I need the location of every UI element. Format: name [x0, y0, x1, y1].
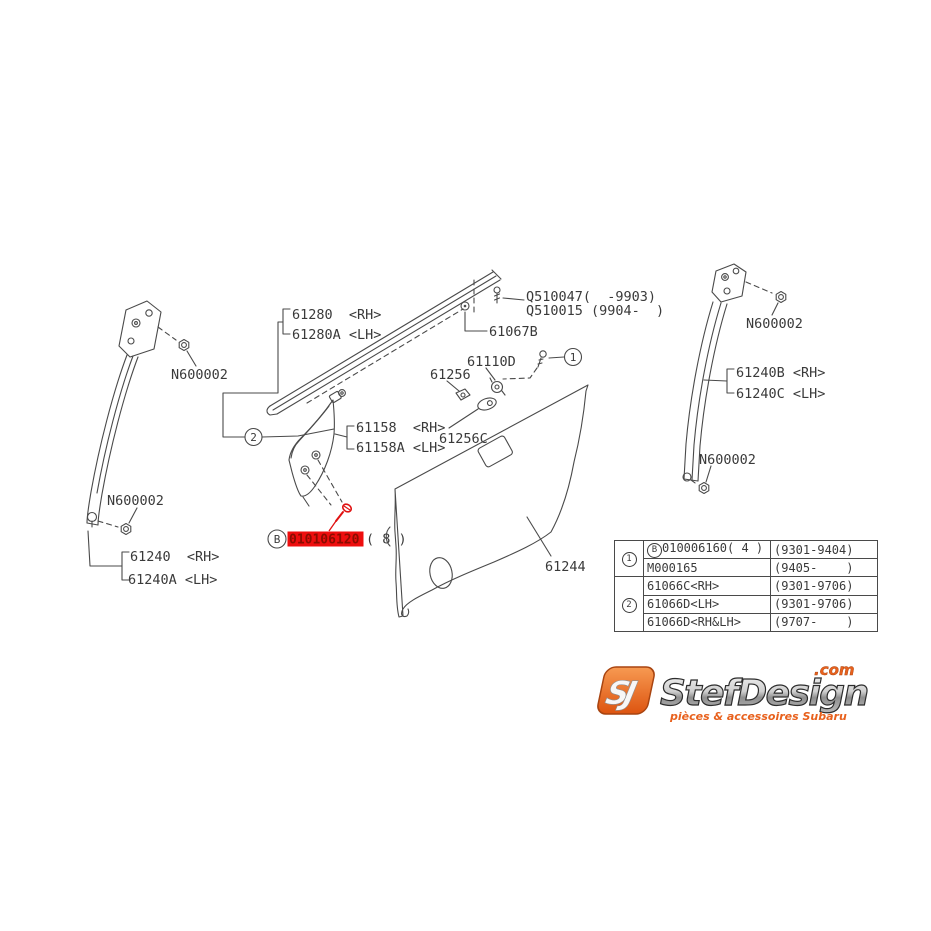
prefix-b-icon: B — [647, 543, 662, 559]
table-row: 61066D<LH> (9301-9706) — [615, 594, 878, 614]
part-label-61158: 61158 <RH> — [356, 420, 445, 436]
screw-1-icon — [537, 350, 547, 368]
clip-61110d-icon — [489, 377, 506, 396]
vendor-logo: SJ StefDesign .com pièces & accessoires … — [596, 660, 876, 735]
table-part-number: 61066C<RH> — [643, 576, 771, 596]
part-label-61240a: 61240A <LH> — [128, 572, 217, 588]
callout-2: 2 — [250, 431, 257, 444]
table-date-range: (9405- ) — [770, 558, 878, 578]
part-label-n600002-bottom-left: N600002 — [107, 493, 164, 509]
nut-n600002-icon — [178, 338, 190, 352]
table-date-range: (9301-9706) — [770, 594, 878, 614]
table-date-range: (9301-9706) — [770, 576, 878, 596]
nut-n600002-icon — [120, 522, 132, 536]
callout-b-circle — [267, 529, 287, 549]
bolt-icon — [86, 511, 98, 523]
callout-b: B — [274, 533, 281, 546]
clip-61256-icon — [455, 388, 471, 401]
part-label-61244: 61244 — [545, 559, 586, 575]
right-window-frame — [682, 263, 773, 486]
part-label-n600002-top-right: N600002 — [746, 316, 803, 332]
red-highlight-band — [287, 531, 364, 547]
part-label-61240: 61240 <RH> — [130, 549, 219, 565]
table-row: 61066D<RH&LH> (9707- ) — [615, 612, 878, 632]
corner-garnish — [288, 399, 343, 507]
nut-n600002-icon — [775, 290, 787, 304]
callout-1: 1 — [570, 351, 577, 364]
part-label-61256c: 61256C — [439, 431, 488, 447]
nut-n600002-icon — [698, 481, 710, 495]
table-callout-1: 1 — [621, 552, 637, 568]
table-part-number: 61066D<RH&LH> — [643, 612, 771, 632]
part-label-61240b: 61240B <RH> — [736, 365, 825, 381]
part-label-q510015: Q510015 (9904- ) — [526, 303, 664, 319]
part-label-q510047: Q510047( -9903) — [526, 289, 656, 305]
table-date-range: (9707- ) — [770, 612, 878, 632]
table-part-number: 010006160( 4 ) — [662, 541, 764, 556]
grommet-61067b-icon — [460, 301, 470, 311]
table-row: M000165 (9405- ) — [615, 558, 878, 578]
part-label-61158a: 61158A <LH> — [356, 440, 445, 456]
table-date-range: (9301-9404) — [770, 539, 878, 560]
table-part-number: 61066D<LH> — [643, 594, 771, 614]
rail-clip-icon — [328, 391, 342, 404]
table-part-number: M000165 — [643, 558, 771, 578]
bolt-icon — [682, 472, 692, 482]
part-label-61280a: 61280A <LH> — [292, 327, 381, 343]
table-row: 2 61066C<RH> (9301-9706) — [614, 576, 878, 632]
part-label-61110d: 61110D — [467, 354, 516, 370]
part-label-61240c: 61240C <LH> — [736, 386, 825, 402]
top-screw-icon — [493, 286, 501, 304]
table-callout-2: 2 — [621, 597, 637, 613]
door-trim-panel — [385, 384, 589, 618]
logo-tagline: pièces & accessoires Subaru — [669, 710, 847, 723]
part-label-61067b: 61067B — [489, 324, 538, 340]
highlighted-screw-icon — [328, 503, 352, 532]
part-label-61256: 61256 — [430, 367, 471, 383]
logo-tld: .com — [814, 661, 855, 679]
left-window-frame — [86, 300, 177, 528]
stefdesign-logo: SJ StefDesign .com pièces & accessoires … — [597, 661, 870, 723]
part-label-n600002-bottom-right: N600002 — [699, 452, 756, 468]
part-label-61280: 61280 <RH> — [292, 307, 381, 323]
logo-mark-icon: SJ — [597, 666, 655, 715]
part-label-n600002-top-left: N600002 — [171, 367, 228, 383]
part-label-010106120: 010106120 — [289, 533, 360, 548]
clip-61256c-icon — [477, 397, 497, 411]
logo-wordmark: StefDesign — [660, 673, 868, 714]
